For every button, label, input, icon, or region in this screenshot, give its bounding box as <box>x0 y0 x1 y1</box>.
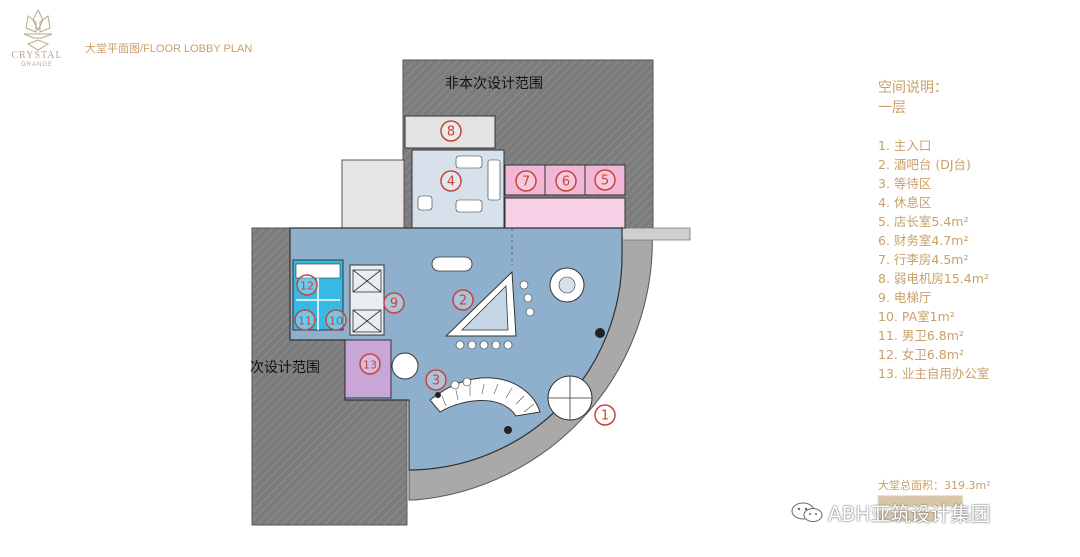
room-marker-label: 2 <box>459 294 467 309</box>
legend-item: 13. 业主自用办公室 <box>878 366 990 381</box>
room-marker-circle <box>296 274 318 296</box>
room-marker-label: 9 <box>390 297 398 312</box>
room-marker-circle <box>452 289 474 311</box>
room-marker-label: 7 <box>522 175 530 190</box>
out-of-scope-label-left: 次设计范围 <box>250 359 320 376</box>
room-marker-circle <box>383 292 405 314</box>
room-marker-circle <box>440 120 462 142</box>
watermark: ABH亚筑设计集团 <box>790 500 991 526</box>
area-note-blurred-line: ▇▇▇▇▇▇▇ <box>878 509 938 522</box>
room-marker-circle <box>594 169 616 191</box>
area-note: 大堂总面积：319.3m² ▇▇▇▇▇▇▇▇▇▇ ▇▇▇▇▇▇▇ <box>878 478 991 523</box>
room-marker-label: 12 <box>300 280 314 293</box>
legend-item: 1. 主入口 <box>878 138 932 153</box>
facade-strip <box>621 227 691 241</box>
total-area: 大堂总面积：319.3m² <box>878 479 991 492</box>
legend-item: 3. 等待区 <box>878 176 932 191</box>
legend-panel: 空间说明： 一层 1. 主入口 2. 酒吧台 (DJ台) 3. 等待区 4. 休… <box>878 78 989 383</box>
room-marker-circle <box>440 170 462 192</box>
legend-item: 9. 电梯厅 <box>878 290 932 305</box>
lounge-sofa <box>431 256 473 272</box>
wechat-icon <box>791 502 823 522</box>
room-marker-label: 13 <box>363 359 377 372</box>
brand-sub: ORANGE <box>20 62 53 68</box>
side-room <box>341 159 405 229</box>
legend-item: 5. 店长室5.4m² <box>878 214 969 229</box>
room-marker-circle <box>425 369 447 391</box>
out-of-scope-label-top: 非本次设计范围 <box>445 75 543 92</box>
waiting-table <box>391 352 419 380</box>
room-marker-label: 5 <box>601 174 609 189</box>
room-marker-circle <box>359 353 381 375</box>
page-title: 大堂平面图/FLOOR LOBBY PLAN <box>85 43 253 55</box>
crystal-orange-logo <box>23 8 53 51</box>
room-marker-label: 3 <box>432 374 440 389</box>
area-note-blurred-line: ▇▇▇▇▇▇▇▇▇▇ <box>878 494 963 507</box>
watermark-text: ABH亚筑设计集团 <box>828 501 991 526</box>
elevator-hall <box>349 264 385 336</box>
brand-name: CRYSTAL <box>11 50 63 61</box>
legend-item: 7. 行李房4.5m² <box>878 252 969 267</box>
owner-office <box>344 339 392 399</box>
room-marker-circle <box>555 170 577 192</box>
legend-item: 6. 财务室4.7m² <box>878 233 969 248</box>
legend-item: 2. 酒吧台 (DJ台) <box>878 157 971 172</box>
room-marker-circle <box>294 309 316 331</box>
room-marker-label: 6 <box>562 175 570 190</box>
legend-heading: 空间说明： <box>878 80 948 96</box>
room-marker-circle <box>325 309 347 331</box>
room-marker-circle <box>515 170 537 192</box>
legend-item: 11. 男卫6.8m² <box>878 328 964 343</box>
room-marker-label: 1 <box>601 409 609 424</box>
room-marker-label: 4 <box>447 175 455 190</box>
room-marker-label: 8 <box>447 125 455 140</box>
pink-corridor <box>504 197 626 229</box>
legend-floor: 一层 <box>878 100 906 116</box>
room-marker-label: 10 <box>329 315 343 328</box>
legend-item: 4. 休息区 <box>878 195 932 210</box>
legend-item: 10. PA室1m² <box>878 309 955 324</box>
legend-item: 12. 女卫6.8m² <box>878 347 964 362</box>
room-marker-label: 11 <box>298 315 312 328</box>
legend-item: 8. 弱电机房15.4m² <box>878 271 989 286</box>
room-marker-circle <box>594 404 616 426</box>
